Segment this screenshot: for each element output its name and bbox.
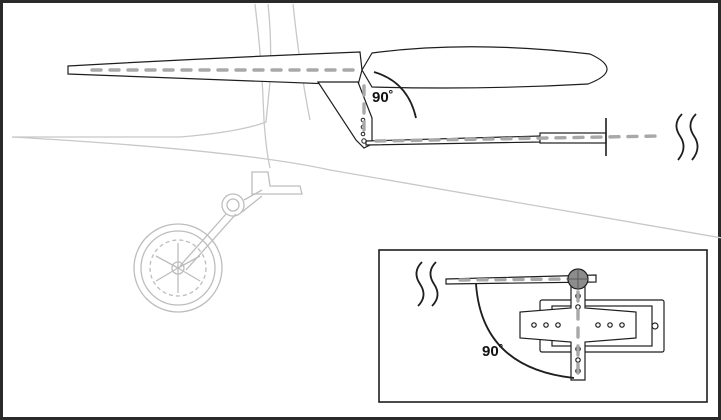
- elevator-right-half: [361, 46, 608, 89]
- servo-mount-hole: [651, 322, 659, 330]
- elevator-left-half: [67, 51, 363, 86]
- main-angle-label: 90˚: [372, 89, 394, 106]
- tail-wheel-pivot: [221, 193, 245, 217]
- rudder-hinge-line: [254, 3, 271, 169]
- tail-wheel-spokes: [155, 243, 201, 293]
- main-angle-arc: [373, 71, 417, 119]
- pushrod: [365, 118, 607, 156]
- tail-wheel-pivot-inner: [226, 198, 240, 212]
- tail-wheel-axle: [171, 261, 185, 275]
- tail-wheel-mount: [251, 171, 303, 195]
- centerlines: [90, 68, 662, 143]
- tail-wheel-tire-inner: [140, 230, 216, 306]
- break-symbol-main: [675, 113, 699, 161]
- fuselage-upper-outline: [12, 3, 272, 138]
- fuselage-lower-outline: [11, 136, 721, 239]
- inset-angle-arc: [475, 283, 575, 379]
- tail-wheel-hub: [149, 239, 207, 297]
- tail-wheel-tire: [133, 223, 223, 313]
- fuselage-ghost: [11, 3, 721, 239]
- break-symbol-inset: [415, 261, 439, 307]
- tail-wheel-ghost: [133, 171, 303, 313]
- pushrod-centerline: [374, 134, 662, 143]
- elevator: [67, 46, 608, 149]
- inset-angle-label: 90˚: [482, 343, 504, 360]
- tail-wheel-bracket: [241, 189, 263, 213]
- inset-centerlines: [458, 277, 580, 382]
- servo-arm-ball: [567, 268, 589, 290]
